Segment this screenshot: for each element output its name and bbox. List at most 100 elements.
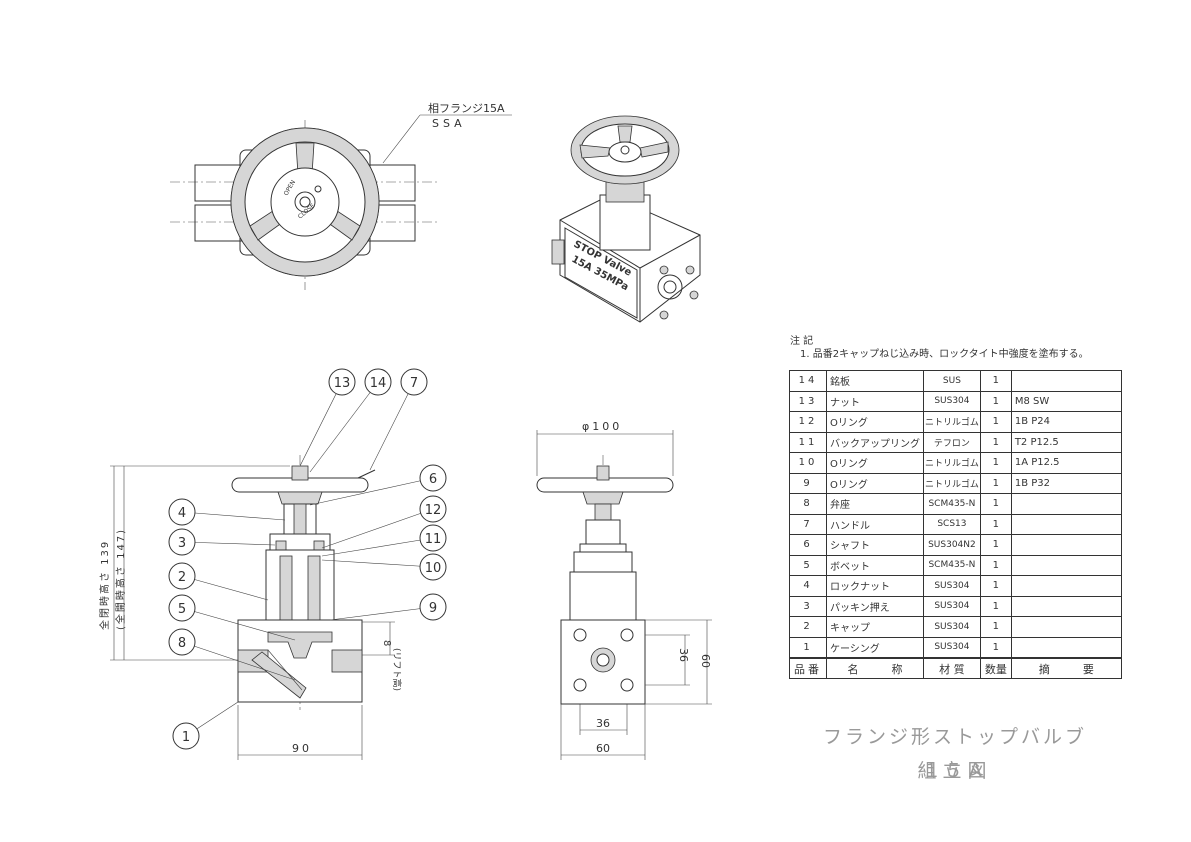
cell-no: 13 — [789, 390, 827, 412]
cell-no: 8 — [789, 493, 827, 515]
balloon-circle — [419, 524, 447, 552]
cell-qty: 1 — [979, 493, 1012, 515]
balloon-number: 4 — [178, 506, 186, 521]
cell-material: SUS304 — [923, 575, 981, 597]
dim-flange-60-h: 60 — [596, 742, 610, 755]
balloon-circle — [168, 628, 196, 656]
balloon-circle — [419, 553, 447, 581]
top-view: OPEN CLOSE 相フランジ15A SSA — [170, 102, 512, 290]
balloon-number: 5 — [178, 602, 186, 617]
front-section-view: 全閉時高さ 139 (全開時高さ 147) 90 8 (リフト高) — [98, 455, 403, 760]
cell-qty: 1 — [979, 554, 1012, 576]
cell-qty: 1 — [979, 390, 1012, 412]
flange-material-label: SSA — [432, 117, 466, 130]
cell-remark: T2 P12.5 — [1010, 431, 1122, 453]
leader-line — [181, 575, 269, 601]
cell-remark — [1010, 595, 1122, 617]
cell-remark — [1010, 370, 1122, 392]
dim-flange-36-v: 36 — [677, 648, 690, 662]
balloon-number: 11 — [425, 532, 442, 547]
cell-no: 3 — [789, 595, 827, 617]
cell-name: Oリング — [826, 452, 924, 474]
cell-material: SUS304 — [923, 390, 981, 412]
cell-name: ハンドル — [826, 513, 924, 535]
drawing-title: フランジ形ストップバルブ１５Ａ — [822, 726, 1087, 782]
cell-qty: 1 — [979, 472, 1012, 494]
cell-no: 9 — [789, 472, 827, 494]
flange-label: 相フランジ15A — [428, 102, 505, 115]
cell-material: SCS13 — [923, 513, 981, 535]
cell-qty: 1 — [979, 411, 1012, 433]
cell-material: ニトリルゴム — [923, 452, 981, 474]
cell-name: ロックナット — [826, 575, 924, 597]
balloon-circle — [328, 368, 356, 396]
cell-qty: 1 — [979, 575, 1012, 597]
balloon-circle — [419, 593, 447, 621]
cell-remark: 1A P12.5 — [1010, 452, 1122, 474]
cell-name: シャフト — [826, 534, 924, 556]
cell-no: 1 — [789, 636, 827, 659]
leader-line — [321, 508, 434, 549]
table-header-row: 品番名 称材 質数量摘 要 — [789, 657, 1122, 679]
cell-remark — [1010, 493, 1122, 515]
balloon-circle — [168, 562, 196, 590]
cell-material: SUS304 — [923, 636, 981, 659]
cell-remark: 1B P24 — [1010, 411, 1122, 433]
cell-name: ボベット — [826, 554, 924, 576]
leader-line — [309, 381, 379, 473]
cell-qty: 1 — [979, 452, 1012, 474]
leader-line — [181, 607, 296, 641]
cell-name: バックアップリング — [826, 431, 924, 453]
cell-remark — [1010, 513, 1122, 535]
cell-qty: 1 — [979, 595, 1012, 617]
dim-flange-36-h: 36 — [596, 717, 610, 730]
cell-material: SCM435-N — [923, 493, 981, 515]
cell-remark: M8 SW — [1010, 390, 1122, 412]
cell-remark — [1010, 534, 1122, 556]
balloon-circle — [419, 464, 447, 492]
dim-closed-height: 全閉時高さ 139 — [98, 540, 111, 630]
balloon-number: 14 — [370, 376, 387, 391]
cell-no: 6 — [789, 534, 827, 556]
notes: 注 記 1. 品番2キャップねじ込み時、ロックタイト中強度を塗布する。 — [790, 335, 1089, 361]
drawing-subtitle: 組立図 — [917, 760, 993, 782]
cell-qty: 1 — [979, 616, 1012, 638]
side-view: φ100 36 60 36 60 — [536, 420, 712, 760]
cell-name: 弁座 — [826, 493, 924, 515]
balloon-number: 8 — [178, 636, 186, 651]
leader-line — [181, 541, 276, 546]
cell-material: SUS304 — [923, 616, 981, 638]
balloon-number: 10 — [425, 561, 442, 576]
cell-qty: 1 — [979, 431, 1012, 453]
cell-remark — [1010, 575, 1122, 597]
balloon-number: 6 — [429, 472, 437, 487]
cell-qty: 1 — [979, 370, 1012, 392]
isometric-view: STOP Valve 15A 35MPa — [551, 115, 701, 323]
balloon-number: 2 — [178, 570, 186, 585]
cell-name: Oリング — [826, 411, 924, 433]
cell-name: ナット — [826, 390, 924, 412]
balloon-circle — [172, 722, 200, 750]
cell-remark — [1010, 554, 1122, 576]
header-material: 材 質 — [923, 657, 981, 679]
dim-width-90: 90 — [292, 742, 312, 755]
cell-no: 4 — [789, 575, 827, 597]
leader-line — [299, 381, 343, 467]
cell-no: 5 — [789, 554, 827, 576]
balloon-circle — [400, 368, 428, 396]
cell-no: 10 — [789, 452, 827, 474]
cell-material: SCM435-N — [923, 554, 981, 576]
cell-remark — [1010, 616, 1122, 638]
dim-flange-60-v: 60 — [699, 654, 712, 668]
